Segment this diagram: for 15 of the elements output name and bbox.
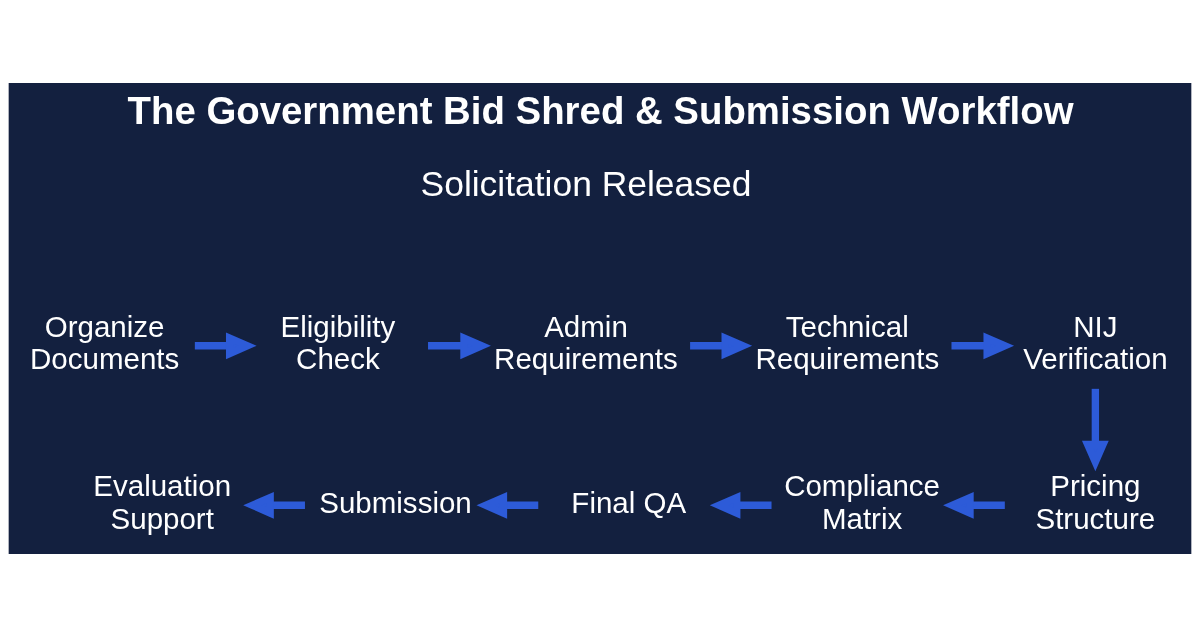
- node-text: NIJ Verification: [1023, 309, 1168, 376]
- node-text: Eligibility Check: [280, 309, 396, 376]
- node-text: Pricing Structure: [1035, 469, 1156, 535]
- label: Solicitation Released: [420, 163, 752, 204]
- node-text: Technical Requirements: [755, 309, 940, 376]
- node-text: Submission: [319, 485, 472, 519]
- node-text: Compliance Matrix: [784, 469, 941, 535]
- node-text: Admin Requirements: [494, 309, 678, 376]
- arrow: [476, 491, 539, 519]
- diagram-title: The Government Bid Shred & Submission Workflow: [127, 89, 1074, 133]
- node-text: Final QA: [571, 485, 687, 519]
- node-text: Organize Documents: [30, 309, 180, 376]
- arrow: [194, 332, 257, 360]
- node-text: Evaluation Support: [93, 469, 232, 535]
- arrow: [1081, 388, 1109, 472]
